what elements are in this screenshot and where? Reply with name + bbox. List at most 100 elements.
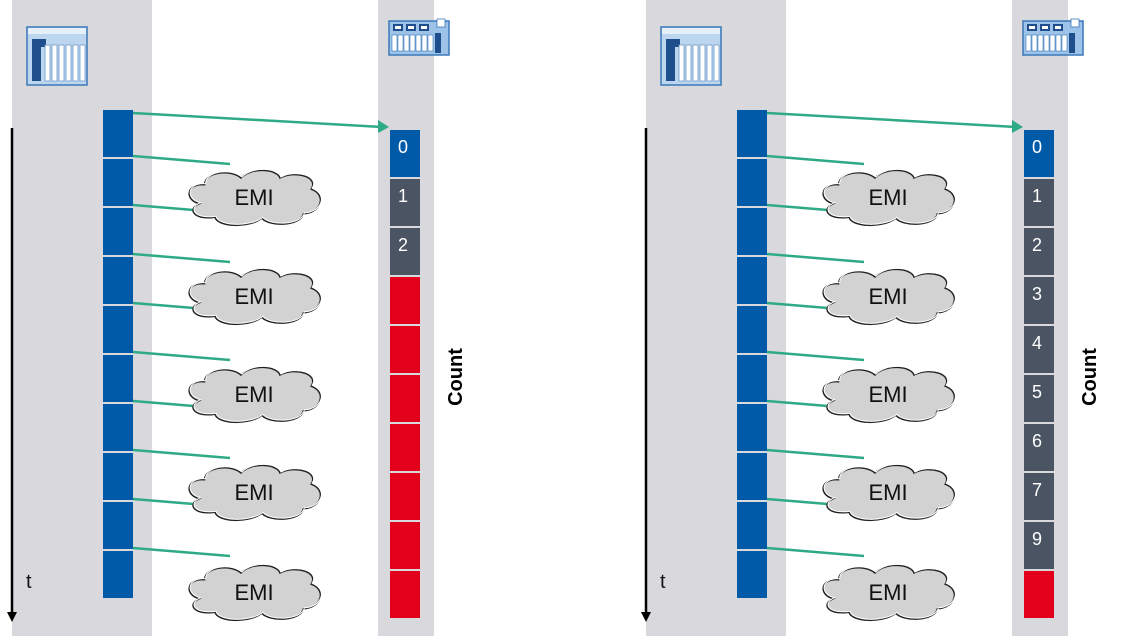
sender-frame — [737, 502, 767, 549]
count-cell — [390, 130, 420, 177]
count-cell — [390, 375, 420, 422]
count-cell-value: 2 — [1032, 235, 1042, 255]
sender-frame — [737, 257, 767, 304]
count-cell-value: 7 — [1032, 480, 1042, 500]
io-module-icon — [1022, 18, 1084, 56]
emi-cloud: EMI — [822, 267, 956, 326]
sender-frame — [103, 453, 133, 500]
delivered-telegram-arrowhead — [378, 120, 389, 133]
plc-rack-icon — [660, 26, 722, 86]
diagram-panel-right: t EMI EMI EMI EMI EMI 0 1 2 3 4 5 6 7 9 Count — [634, 0, 1134, 636]
sender-frame — [103, 159, 133, 206]
count-cell-value: 2 — [398, 235, 408, 255]
count-cell-value: 9 — [1032, 529, 1042, 549]
emi-label: EMI — [868, 382, 907, 407]
sender-frame — [103, 551, 133, 598]
emi-cloud: EMI — [188, 563, 322, 622]
count-cell — [1024, 375, 1054, 422]
count-cell — [1024, 179, 1054, 226]
io-module-icon — [388, 18, 450, 56]
sender-frame — [737, 551, 767, 598]
sender-frame — [737, 208, 767, 255]
emi-cloud: EMI — [822, 365, 956, 424]
count-cell-value: 1 — [398, 186, 408, 206]
delivered-telegram-arrow — [766, 111, 1017, 129]
sender-frame — [103, 110, 133, 157]
disturbed-telegram-line — [766, 252, 865, 264]
count-label: Count — [445, 348, 467, 406]
count-cell-value: 5 — [1032, 382, 1042, 402]
count-cell — [1024, 228, 1054, 275]
disturbed-telegram-line — [132, 350, 231, 362]
count-cell — [390, 326, 420, 373]
disturbed-telegram-line — [766, 546, 865, 558]
count-cell — [390, 473, 420, 520]
disturbed-telegram-line — [132, 448, 231, 460]
emi-cloud: EMI — [822, 168, 956, 227]
disturbed-telegram-line — [132, 546, 231, 558]
sender-frame — [737, 453, 767, 500]
count-label: Count — [1079, 348, 1101, 406]
disturbed-telegram-line — [132, 154, 231, 166]
emi-cloud: EMI — [188, 463, 322, 522]
plc-rack-icon — [26, 26, 88, 86]
emi-cloud: EMI — [188, 168, 322, 227]
disturbed-telegram-line — [766, 350, 865, 362]
count-cell — [1024, 424, 1054, 471]
emi-label: EMI — [868, 284, 907, 309]
sender-frame — [103, 502, 133, 549]
panel-right-svg: t EMI EMI EMI EMI EMI 0 1 2 3 4 5 6 7 9 Count — [641, 0, 1101, 636]
sender-frame — [103, 208, 133, 255]
emi-label: EMI — [234, 480, 273, 505]
count-cell — [1024, 571, 1054, 618]
count-cell — [1024, 130, 1054, 177]
emi-label: EMI — [234, 185, 273, 210]
emi-label: EMI — [868, 480, 907, 505]
sender-frame — [737, 355, 767, 402]
count-cell — [390, 522, 420, 569]
delivered-telegram-arrow — [132, 111, 383, 129]
sender-frame — [103, 257, 133, 304]
sender-frame — [737, 306, 767, 353]
count-cell-value: 0 — [1032, 137, 1042, 157]
disturbed-telegram-line — [766, 154, 865, 166]
count-cell — [390, 179, 420, 226]
emi-cloud: EMI — [188, 267, 322, 326]
count-cell-value: 1 — [1032, 186, 1042, 206]
emi-label: EMI — [868, 580, 907, 605]
time-axis-label: t — [660, 571, 666, 593]
count-cell-value: 6 — [1032, 431, 1042, 451]
sender-frame — [737, 110, 767, 157]
emi-label: EMI — [234, 382, 273, 407]
disturbed-telegram-line — [766, 448, 865, 460]
time-axis-arrowhead — [7, 612, 17, 622]
emi-cloud: EMI — [822, 563, 956, 622]
count-cell — [1024, 277, 1054, 324]
sender-frame — [737, 159, 767, 206]
emi-cloud: EMI — [822, 463, 956, 522]
count-cell — [390, 277, 420, 324]
count-cell — [1024, 326, 1054, 373]
sender-frame — [737, 404, 767, 451]
emi-label: EMI — [234, 284, 273, 309]
emi-label: EMI — [868, 185, 907, 210]
count-cell-value: 0 — [398, 137, 408, 157]
emi-cloud: EMI — [188, 365, 322, 424]
time-axis-arrowhead — [641, 612, 651, 622]
sender-frame — [103, 355, 133, 402]
time-axis-label: t — [26, 571, 32, 593]
count-cell — [390, 424, 420, 471]
sender-frame — [103, 306, 133, 353]
count-cell — [1024, 473, 1054, 520]
count-cell — [390, 228, 420, 275]
disturbed-telegram-line — [132, 252, 231, 264]
count-cell — [390, 571, 420, 618]
emi-label: EMI — [234, 580, 273, 605]
delivered-telegram-arrowhead — [1012, 120, 1023, 133]
count-cell-value: 3 — [1032, 284, 1042, 304]
count-cell-value: 4 — [1032, 333, 1042, 353]
count-cell — [1024, 522, 1054, 569]
sender-frame — [103, 404, 133, 451]
